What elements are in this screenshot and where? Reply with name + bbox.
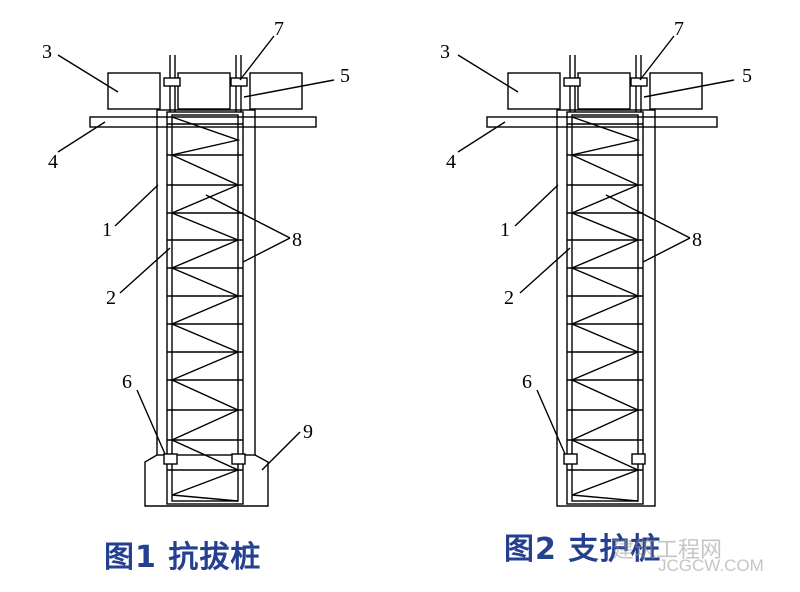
fig1-cage-inner xyxy=(171,114,239,502)
figure1-labels: 3 4 1 2 7 5 8 6 9 xyxy=(42,18,350,443)
fig1-block-mid xyxy=(177,72,231,110)
fig1-label-3: 3 xyxy=(42,41,52,63)
fig1-block-right xyxy=(249,72,303,110)
fig2-label-3: 3 xyxy=(440,41,450,63)
fig1-label-6: 6 xyxy=(122,371,132,393)
fig1-zigzag xyxy=(169,116,241,502)
fig1-label-2: 2 xyxy=(106,287,116,309)
fig1-stirrups xyxy=(167,123,243,471)
fig2-label-2: 2 xyxy=(504,287,514,309)
fig1-label-4: 4 xyxy=(48,151,58,173)
figure2-caption: 图2 支护桩 xyxy=(504,532,662,567)
figure1-drawing xyxy=(57,35,335,507)
fig1-cage xyxy=(166,111,244,505)
fig1-bell xyxy=(144,454,269,507)
fig1-label-8: 8 xyxy=(292,229,302,251)
fig1-label-9: 9 xyxy=(303,421,313,443)
fig1-label-1: 1 xyxy=(102,219,112,241)
fig2-label-5: 5 xyxy=(742,65,752,87)
fig2-label-8: 8 xyxy=(692,229,702,251)
fig1-block-left xyxy=(107,72,161,110)
watermark-text: 建筑工程网 xyxy=(612,538,723,563)
fig1-label-7: 7 xyxy=(274,18,284,40)
figure2-drawing xyxy=(457,35,735,507)
figure1-caption: 图1 抗拔桩 xyxy=(104,540,262,575)
fig2-label-1: 1 xyxy=(500,219,510,241)
fig2-label-7: 7 xyxy=(674,18,684,40)
fig2-label-6: 6 xyxy=(522,371,532,393)
fig1-label-5: 5 xyxy=(340,65,350,87)
figure2-labels: 3 4 1 2 7 5 8 6 xyxy=(440,18,752,393)
watermark-url: JCGCW.COM xyxy=(658,556,764,575)
fig2-label-4: 4 xyxy=(446,151,456,173)
fig1-plate xyxy=(89,116,317,128)
